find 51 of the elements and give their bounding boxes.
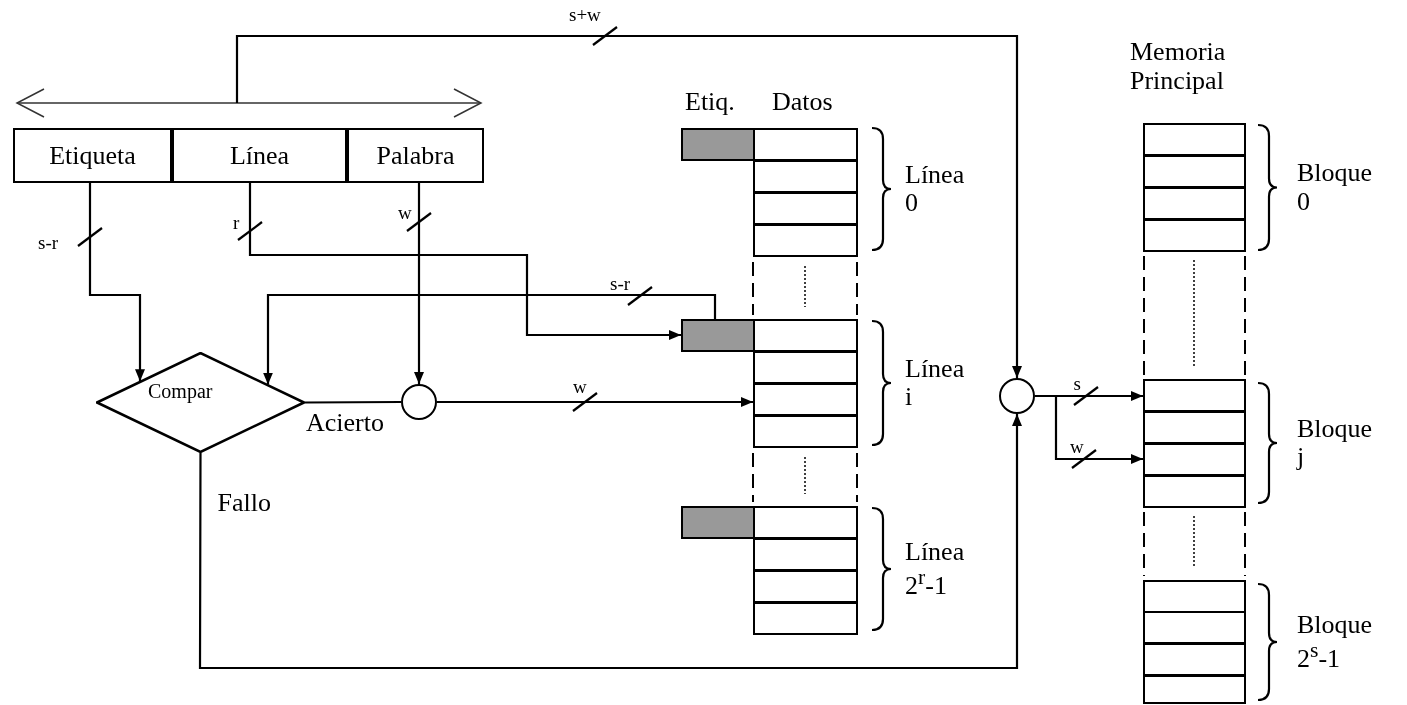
memory-word-cell: [1143, 580, 1246, 613]
data-cell: [753, 224, 858, 257]
data-cell: [753, 192, 858, 225]
memory-word-cell: [1143, 443, 1246, 476]
data-cell: [753, 319, 858, 352]
memory-word-cell: [1143, 379, 1246, 412]
data-cell: [753, 415, 858, 448]
group-label: Bloque j: [1297, 414, 1373, 472]
data-cell: [753, 506, 858, 539]
tag-cell: [681, 128, 755, 161]
connector-line: [305, 400, 401, 404]
memory-word-cell: [1143, 411, 1246, 444]
data-cell: [753, 351, 858, 384]
memory-word-cell: [1143, 123, 1246, 156]
column-heading: Memoria Principal: [1130, 38, 1226, 96]
arrow: [88, 183, 145, 382]
data-cell: [753, 160, 858, 193]
tag-cell: [681, 319, 755, 352]
group-label: Bloque 2$^{s}$-1: [1297, 610, 1373, 674]
memory-word-cell: [1143, 475, 1246, 508]
memory-word-cell: [1143, 675, 1246, 704]
address-field: Etiqueta: [13, 128, 172, 183]
arrow: [235, 34, 1022, 378]
column-heading: Etiq.: [685, 88, 735, 117]
arrow: [248, 183, 681, 340]
group-label: Bloque 0: [1297, 159, 1373, 217]
address-field: Palabra: [347, 128, 484, 183]
group-label: Línea 2$^{r}$-1: [905, 537, 965, 601]
arrow: [1035, 394, 1143, 464]
diamond-label: Compar: [148, 380, 213, 403]
junction-circle: [999, 378, 1035, 414]
arrow: [414, 183, 424, 384]
arrow: [437, 397, 753, 407]
tag-cell: [681, 506, 755, 539]
memory-word-cell: [1143, 611, 1246, 644]
data-cell: [753, 128, 858, 161]
memory-word-cell: [1143, 155, 1246, 188]
data-cell: [753, 538, 858, 571]
memory-word-cell: [1143, 187, 1246, 220]
data-cell: [753, 570, 858, 603]
address-field: Línea: [172, 128, 347, 183]
group-label: Línea i: [905, 354, 965, 412]
junction-circle: [401, 384, 437, 420]
data-cell: [753, 383, 858, 416]
column-heading: Datos: [772, 88, 833, 117]
data-cell: [753, 602, 858, 635]
group-label: Línea 0: [905, 160, 965, 218]
arrow: [198, 414, 1022, 670]
memory-word-cell: [1143, 219, 1246, 252]
arrow: [263, 293, 717, 385]
memory-word-cell: [1143, 643, 1246, 676]
